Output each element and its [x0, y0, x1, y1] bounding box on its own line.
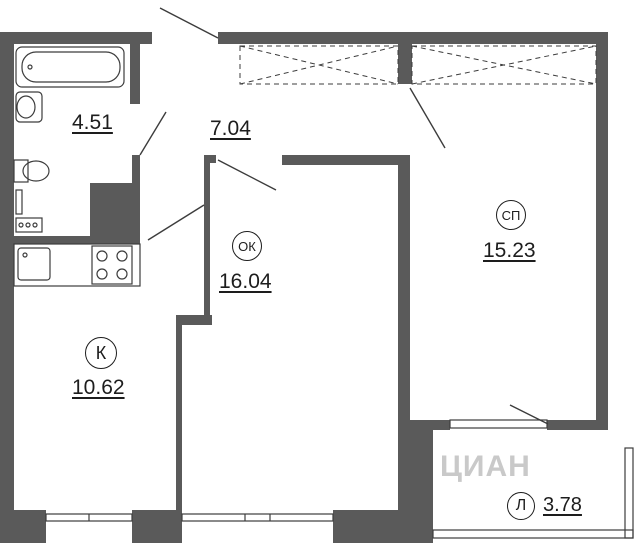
doors — [139, 7, 549, 425]
kitchen-fixtures — [13, 243, 141, 287]
kitchen-code: К — [85, 337, 117, 369]
wardrobes — [239, 45, 597, 85]
hallway-area: 7.04 — [210, 117, 251, 140]
bathroom-area: 4.51 — [72, 111, 113, 134]
balcony-code: Л — [507, 492, 535, 520]
living-room-code: ОК — [232, 231, 262, 261]
bedroom-code: СП — [496, 200, 526, 230]
watermark-logo: ЦИАН — [440, 450, 531, 483]
living-room-area: 16.04 — [219, 270, 272, 293]
balcony-area: 3.78 — [543, 494, 582, 516]
kitchen-area: 10.62 — [72, 376, 125, 399]
windows — [45, 419, 634, 539]
bathroom-fixtures — [13, 46, 125, 233]
bedroom-area: 15.23 — [483, 239, 536, 262]
walls — [0, 32, 608, 543]
